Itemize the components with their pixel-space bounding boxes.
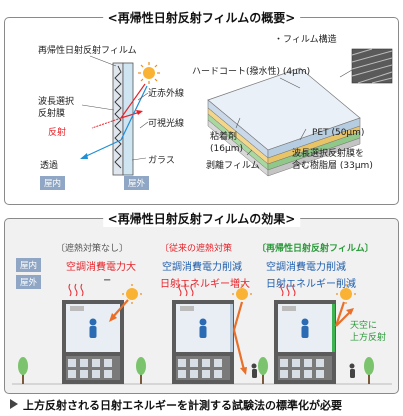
film-wave: [114, 65, 122, 169]
col-film-header: 〔再帰性日射反射フィルム〕: [257, 244, 374, 254]
building-icon: [274, 300, 336, 384]
person-icon: [251, 363, 257, 378]
conv-indoor-value: 空調消費電力削減: [162, 262, 242, 273]
structure-label: ・フィルム構造: [274, 35, 337, 45]
transmission-label: 透過: [40, 161, 59, 171]
tree-icon: [136, 357, 146, 384]
building-icon: [62, 300, 124, 384]
glass-label: ガラス: [148, 156, 175, 166]
none-indoor-value: 空調消費電力大: [66, 262, 136, 273]
tree-icon: [258, 357, 268, 384]
building-icon: [172, 300, 234, 384]
person-icon: [349, 363, 355, 378]
film-indoor-value: 空調消費電力削減: [266, 262, 346, 273]
film-structure-diagram: [207, 48, 393, 177]
person-icon: [199, 318, 207, 338]
hardcoat-texture: [351, 48, 393, 84]
resin-layer-label: 波長選択反射膜を 含む樹脂層 (33μm): [292, 149, 373, 171]
film-label: 再帰性日射反射フィルム: [38, 46, 137, 56]
note-arrow-icon: [10, 399, 18, 409]
row-indoor-tag: 屋内: [16, 258, 42, 272]
sun-icon: [138, 62, 160, 84]
sun-icon: [336, 284, 356, 304]
heat-waves-icon: [68, 283, 84, 297]
wave-selective-film-label: 波長選択 反射膜: [38, 97, 75, 119]
sun-icon: [232, 284, 252, 304]
bottom-note: 上方反射される日射エネルギーを計測する試験法の標準化が必要: [23, 399, 342, 412]
sky-note: 天空に 上方反射: [350, 321, 387, 343]
conv-outdoor-value: 日射エネルギー増大: [160, 279, 250, 290]
overview-illustration: [80, 48, 393, 177]
glass-pane: [122, 62, 134, 176]
release-film-label: 剥離フィルム: [206, 161, 260, 171]
visible-light-label: 可視光線: [148, 119, 185, 129]
col-conventional-header: 〔従来の遮熱対策: [160, 244, 233, 254]
sun-icon: [122, 284, 142, 304]
near-ir-label: 近赤外線: [148, 89, 185, 99]
overview-title: <再帰性日射反射フィルムの概要>: [102, 9, 301, 26]
pet-label: PET (50μm): [312, 128, 365, 138]
effect-title: <再帰性日射反射フィルムの効果>: [102, 210, 301, 227]
person-icon: [89, 318, 97, 338]
hardcoat-label: ハードコート(撥水性) (4μm): [192, 67, 311, 77]
col-none-header: 〔遮熱対策なし〕: [56, 244, 129, 254]
indoor-tag: 屋内: [40, 176, 66, 190]
none-outdoor-value: −: [103, 275, 112, 286]
film-outdoor-value: 日射エネルギー削減: [266, 279, 356, 290]
person-icon: [301, 318, 309, 338]
row-outdoor-tag: 屋外: [16, 275, 42, 289]
tree-icon: [364, 357, 374, 384]
adhesive-label: 粘着剤 (16μm): [210, 132, 243, 154]
heat-waves-icon: [280, 283, 296, 297]
heat-waves-icon: [178, 283, 194, 297]
reflection-label: 反射: [48, 128, 67, 138]
outdoor-tag: 屋外: [124, 176, 150, 190]
tree-icon: [18, 357, 28, 384]
